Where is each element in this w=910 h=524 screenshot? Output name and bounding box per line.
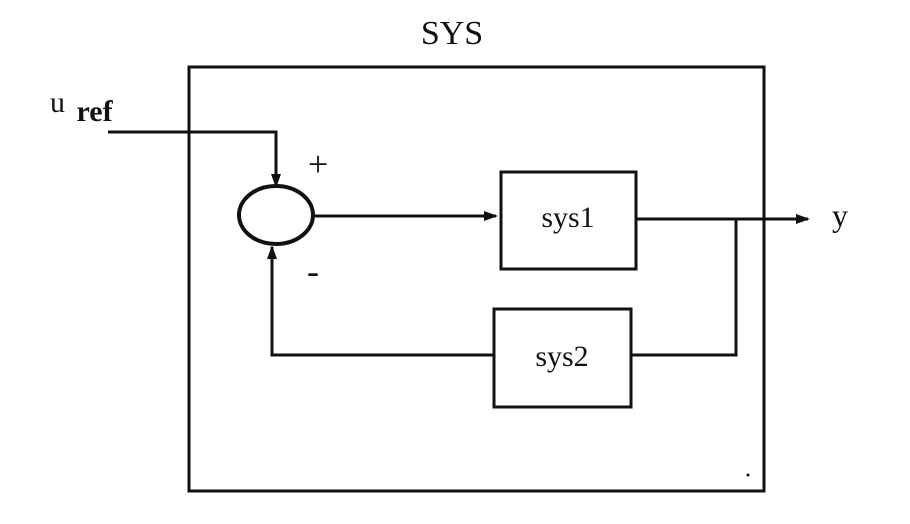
output-label: y bbox=[832, 197, 848, 233]
sys2-block bbox=[492, 307, 633, 409]
feedback-return-wire bbox=[267, 245, 494, 357]
scan-speck bbox=[746, 473, 750, 477]
input-label-subscript: ref bbox=[77, 95, 114, 128]
plus-sign: + bbox=[308, 144, 328, 184]
minus-sign: - bbox=[307, 251, 319, 291]
summing-junction bbox=[237, 184, 315, 246]
input-wire bbox=[108, 130, 281, 188]
input-label: u ref bbox=[50, 86, 114, 128]
system-title: SYS bbox=[421, 15, 483, 52]
sys1-label: sys1 bbox=[541, 201, 594, 234]
input-label-main: u bbox=[50, 86, 65, 119]
sys2-label: sys2 bbox=[535, 340, 588, 373]
feedback-branch-wire bbox=[631, 219, 738, 357]
system-boundary-box bbox=[187, 65, 766, 493]
